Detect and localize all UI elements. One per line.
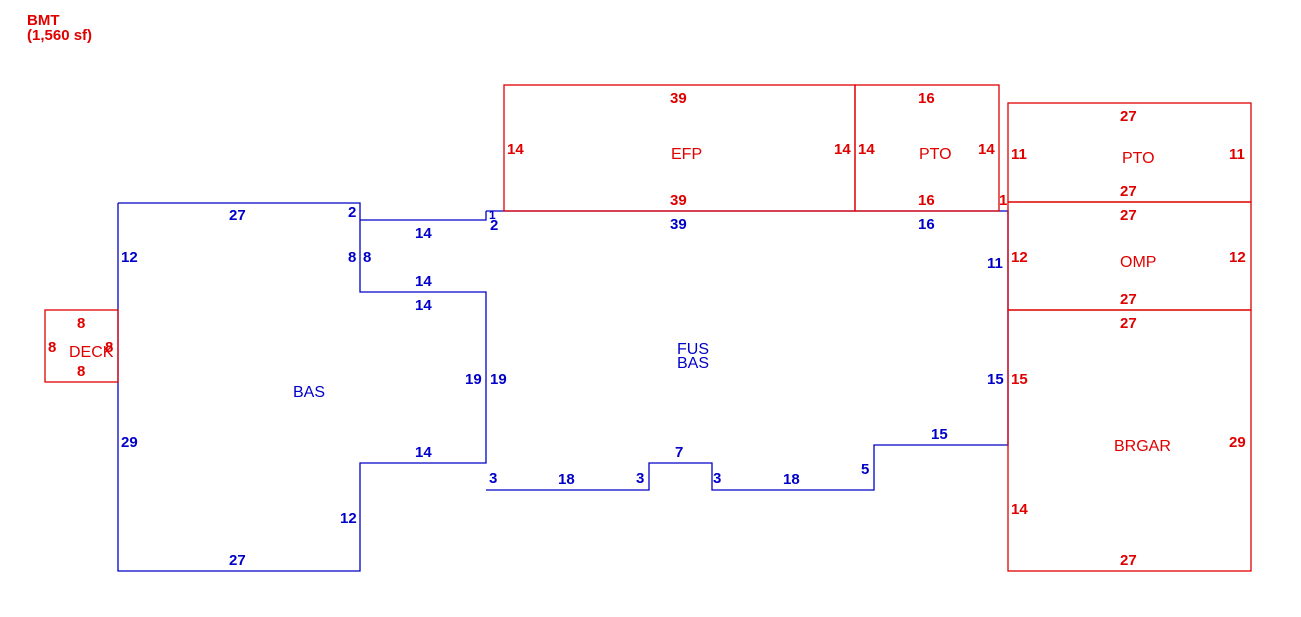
dim-label: 27: [229, 552, 246, 569]
dim-label: 29: [121, 434, 138, 451]
dim-label: 27: [1120, 183, 1137, 200]
dim-label: 8: [105, 339, 113, 356]
dim-label: 16: [918, 216, 935, 233]
dim-label: 27: [1120, 108, 1137, 125]
dim-label: 19: [465, 371, 482, 388]
area-label-fus: FUS: [677, 341, 709, 358]
sketch-caption-area: (1,560 sf): [27, 27, 92, 44]
dim-label: 11: [1229, 146, 1245, 163]
area-label-pto-right: PTO: [1122, 150, 1155, 167]
deck-outline: [44, 309, 119, 383]
dim-label: 2: [348, 204, 356, 221]
dim-label: 16: [918, 90, 935, 107]
area-label-pto-top: PTO: [919, 146, 952, 163]
area-label-bas-center: BAS: [677, 355, 709, 372]
connector-outline: [360, 211, 487, 221]
dim-label: 14: [1011, 501, 1028, 518]
dim-label: 14: [415, 225, 432, 242]
area-label-omp: OMP: [1120, 254, 1156, 271]
dim-label: 3: [636, 470, 644, 487]
dim-label: 3: [713, 470, 721, 487]
dim-label: 18: [783, 471, 800, 488]
dim-label: 12: [1011, 249, 1028, 266]
dim-label: 27: [1120, 552, 1137, 569]
dim-label: 14: [834, 141, 851, 158]
dim-label: 14: [858, 141, 875, 158]
dim-label: 16: [918, 192, 935, 209]
dim-label: 18: [558, 471, 575, 488]
dim-label: 11: [1011, 146, 1027, 163]
dim-label: 7: [675, 444, 683, 461]
dim-label: 14: [978, 141, 995, 158]
dim-label: 14: [507, 141, 524, 158]
dim-label: 8: [77, 363, 85, 380]
area-label-deck: DECK: [69, 344, 114, 361]
dim-label: 15: [931, 426, 948, 443]
area-label-brgar: BRGAR: [1114, 438, 1171, 455]
dim-label: 5: [861, 461, 869, 478]
dim-label: 3: [489, 470, 497, 487]
dim-label: 15: [987, 371, 1004, 388]
bas-left-outline: [117, 202, 487, 572]
dim-label: 39: [670, 90, 687, 107]
brgar-outline: [1007, 309, 1252, 572]
dim-label: 14: [415, 273, 432, 290]
dim-label: 8: [348, 249, 356, 266]
dim-label: 8: [48, 339, 56, 356]
dim-label: 11: [987, 255, 1003, 272]
dim-label: 39: [670, 192, 687, 209]
dim-label: 27: [1120, 291, 1137, 308]
bas-center-outline: [486, 210, 1009, 491]
dim-label: 19: [490, 371, 507, 388]
sketch-caption-code: BMT: [27, 12, 60, 29]
dim-label: 14: [415, 444, 432, 461]
dim-label: 14: [415, 297, 432, 314]
dim-label: 12: [1229, 249, 1246, 266]
dim-label: 1: [489, 208, 496, 222]
dim-label: 39: [670, 216, 687, 233]
dim-label: 27: [1120, 207, 1137, 224]
dim-label: 29: [1229, 434, 1246, 451]
dim-label: 12: [340, 510, 357, 527]
dim-label: 8: [363, 249, 371, 266]
dim-label: 8: [77, 315, 85, 332]
area-label-bas-left: BAS: [293, 384, 325, 401]
dim-label: 2: [490, 217, 498, 234]
dim-label: 27: [1120, 315, 1137, 332]
dim-label: 12: [121, 249, 138, 266]
pto-top-outline: [854, 84, 1000, 212]
area-label-efp: EFP: [671, 146, 702, 163]
dim-label: 15: [1011, 371, 1028, 388]
dim-label: 1: [999, 192, 1007, 209]
dim-label: 27: [229, 207, 246, 224]
